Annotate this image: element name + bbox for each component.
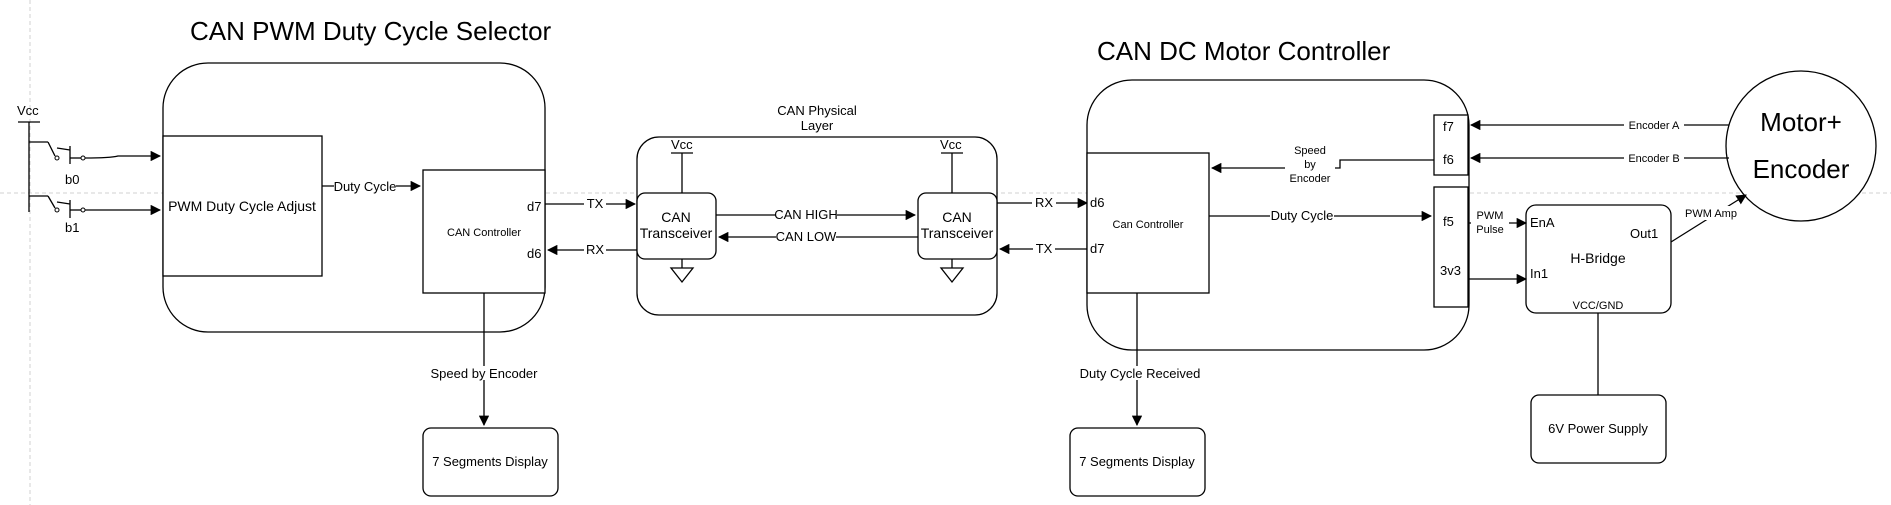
encoder-b-label: Encoder B <box>1628 153 1679 165</box>
ground-symbol-right <box>939 267 965 284</box>
display-left-label: 7 Segments Display <box>432 454 548 469</box>
speed-label-1: Speed <box>1294 145 1326 157</box>
physical-layer-title-1: CAN Physical <box>777 103 857 118</box>
display-left-block <box>422 427 559 497</box>
can-transceiver-left-block <box>636 192 717 260</box>
tx-signal-label-right: TX <box>1036 241 1053 256</box>
pin-ena: EnA <box>1530 215 1555 230</box>
pwm-amp-label: PWM Amp <box>1685 208 1737 220</box>
pin-in1: In1 <box>1530 266 1548 281</box>
vcc-label-transceiver-left: Vcc <box>671 137 693 152</box>
speed-label-3: Encoder <box>1290 173 1331 185</box>
power-supply-block <box>1530 394 1667 464</box>
pin-d6-left: d6 <box>527 246 541 261</box>
can-transceiver-left-label-2: Transceiver <box>640 225 713 241</box>
can-controller-right-label: Can Controller <box>1113 219 1184 231</box>
can-transceiver-right-label-1: CAN <box>942 209 972 225</box>
selector-title: CAN PWM Duty Cycle Selector <box>190 16 552 46</box>
tx-signal-label-left: TX <box>587 196 604 211</box>
encoder-a-label: Encoder A <box>1629 120 1680 132</box>
pwm-label-2: Pulse <box>1476 224 1504 236</box>
can-controller-left-block <box>422 169 546 294</box>
duty-cycle-signal-label-right: Duty Cycle <box>1271 208 1334 223</box>
pin-d6-right: d6 <box>1090 195 1104 210</box>
motor-label: Motor+ <box>1760 107 1842 137</box>
duty-cycle-signal-label-left: Duty Cycle <box>334 179 397 194</box>
display-right-label: 7 Segments Display <box>1079 454 1195 469</box>
rx-signal-label-left: RX <box>586 242 604 257</box>
switch-b1-label: b1 <box>65 220 79 235</box>
pin-3v3: 3v3 <box>1440 263 1461 278</box>
pin-block-f5-3v3 <box>1433 186 1469 308</box>
pin-f5: f5 <box>1443 214 1454 229</box>
vcc-label-transceiver-right: Vcc <box>940 137 962 152</box>
speed-by-encoder-label: Speed by Encoder <box>431 366 539 381</box>
rx-signal-label-right: RX <box>1035 195 1053 210</box>
switch-b0-label: b0 <box>65 172 79 187</box>
display-right-block <box>1069 427 1206 497</box>
can-controller-left-label: CAN Controller <box>447 227 521 239</box>
duty-cycle-received-label: Duty Cycle Received <box>1080 366 1201 381</box>
encoder-label: Encoder <box>1753 154 1850 184</box>
physical-layer-title-2: Layer <box>801 118 834 133</box>
pin-f7: f7 <box>1443 119 1454 134</box>
controller-title: CAN DC Motor Controller <box>1097 36 1391 66</box>
pin-d7-right: d7 <box>1090 241 1104 256</box>
pin-out1: Out1 <box>1630 226 1658 241</box>
pin-block-f7-f6 <box>1433 114 1469 176</box>
motor-encoder-circle <box>1725 70 1877 222</box>
pwm-duty-cycle-adjust-block <box>162 135 323 277</box>
switch-b0-contact[interactable] <box>54 155 60 161</box>
power-supply-label: 6V Power Supply <box>1548 421 1648 436</box>
can-transceiver-right-label-2: Transceiver <box>921 225 994 241</box>
pin-f6: f6 <box>1443 152 1454 167</box>
h-bridge-label: H-Bridge <box>1570 250 1625 266</box>
can-transceiver-right-block <box>917 192 998 260</box>
ground-symbol-left <box>669 267 695 284</box>
can-controller-right-block <box>1086 152 1210 294</box>
pin-vcc-gnd: VCC/GND <box>1573 300 1624 312</box>
vcc-label-left: Vcc <box>17 103 39 118</box>
pwm-label-1: PWM <box>1477 210 1504 222</box>
switch-b1-contact[interactable] <box>54 207 60 213</box>
speed-label-2: by <box>1304 159 1316 171</box>
pin-d7-left: d7 <box>527 199 541 214</box>
pwm-duty-cycle-adjust-label: PWM Duty Cycle Adjust <box>168 198 316 214</box>
can-low-label: CAN LOW <box>776 229 837 244</box>
can-high-label: CAN HIGH <box>774 207 838 222</box>
can-transceiver-left-label-1: CAN <box>661 209 691 225</box>
